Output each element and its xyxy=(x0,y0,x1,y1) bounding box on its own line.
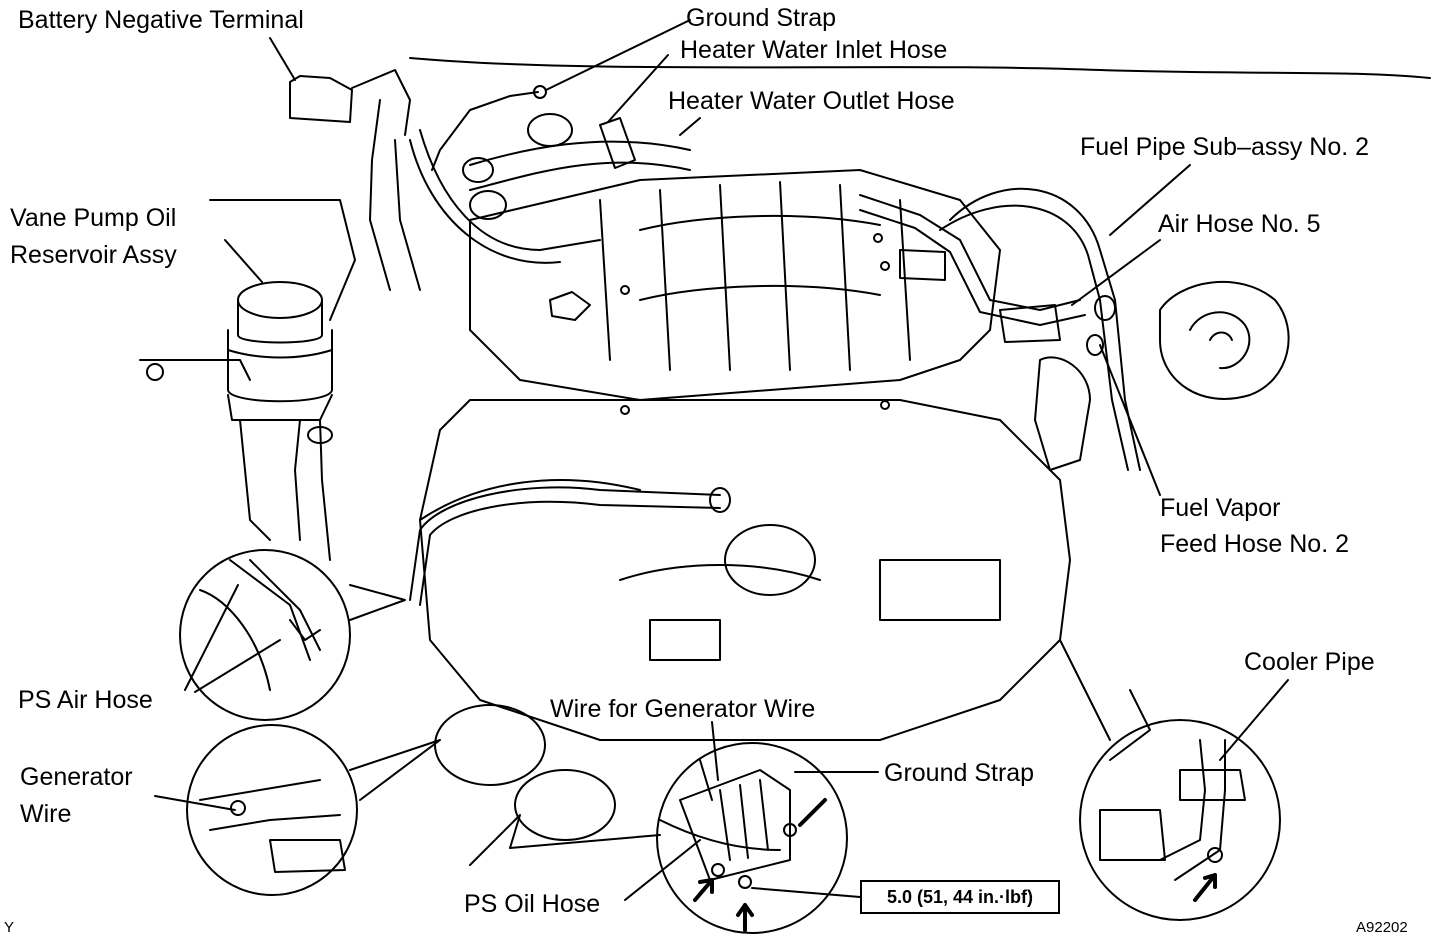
breather-hose xyxy=(409,486,721,601)
leader-air-hose xyxy=(1071,239,1161,306)
detail-pointer xyxy=(469,814,661,866)
leader-outlet-hose xyxy=(679,117,701,136)
brake-booster xyxy=(1159,280,1290,400)
arrow-1 xyxy=(693,878,714,902)
label-wire-for-generator-wire: Wire for Generator Wire xyxy=(550,695,816,723)
arrow-cooler xyxy=(1193,873,1217,902)
intake-manifold xyxy=(469,169,1001,401)
label-ps-air-hose: PS Air Hose xyxy=(18,686,153,714)
label-generator-wire-line2: Wire xyxy=(20,800,72,828)
label-heater-water-outlet-hose: Heater Water Outlet Hose xyxy=(668,87,955,115)
arrow-3 xyxy=(798,798,827,827)
pulley-upper xyxy=(434,704,546,786)
leader-ps-oil-hose xyxy=(624,839,701,901)
torque-spec-box: 5.0 (51, 44 in.·lbf) xyxy=(860,880,1060,914)
ground-strap-top xyxy=(431,91,539,171)
label-fuel-vapor-line1: Fuel Vapor xyxy=(1160,494,1281,522)
label-fuel-vapor-line2: Feed Hose No. 2 xyxy=(1160,530,1349,558)
leader-inlet-hose xyxy=(607,54,669,123)
leader-torque xyxy=(751,887,861,898)
battery-cable xyxy=(351,69,411,136)
leader-fuel-pipe xyxy=(1109,164,1191,236)
detail-generator-wire xyxy=(186,724,358,896)
label-air-hose-no5: Air Hose No. 5 xyxy=(1158,210,1321,238)
leader-generator-wire xyxy=(154,795,236,811)
leader-ground-strap-top xyxy=(545,19,691,91)
corner-mark: Y xyxy=(4,919,15,936)
leader-fuel-vapor xyxy=(1099,344,1161,496)
figure-id: A92202 xyxy=(1356,919,1408,936)
label-fuel-pipe-sub-assy: Fuel Pipe Sub–assy No. 2 xyxy=(1080,133,1370,161)
heater-outlet-hose xyxy=(469,140,691,166)
arrow-2 xyxy=(736,903,754,932)
label-ground-strap-bottom: Ground Strap xyxy=(884,759,1035,787)
label-vane-pump-line2: Reservoir Assy xyxy=(10,241,177,269)
pulley-lower xyxy=(514,769,616,841)
label-battery-negative-terminal: Battery Negative Terminal xyxy=(18,6,304,34)
reservoir-body xyxy=(227,329,333,403)
leader-cooler-pipe xyxy=(1219,679,1289,761)
label-ps-oil-hose: PS Oil Hose xyxy=(464,890,601,918)
firewall-outline xyxy=(409,57,1431,79)
detail-ps-air-hose xyxy=(179,549,351,721)
fuel-pipe xyxy=(859,194,1081,311)
label-ground-strap-top: Ground Strap xyxy=(686,4,837,32)
label-generator-wire-line1: Generator xyxy=(20,763,133,791)
label-heater-water-inlet-hose: Heater Water Inlet Hose xyxy=(680,36,948,64)
leader-vane-pump xyxy=(224,239,263,283)
heater-inlet-hose xyxy=(419,129,601,251)
label-vane-pump-line1: Vane Pump Oil xyxy=(10,204,177,232)
leader-battery xyxy=(269,37,296,81)
battery-terminal-cover xyxy=(289,75,353,123)
engine-block xyxy=(419,399,1071,741)
reservoir-cap xyxy=(237,281,323,319)
detail-cooler-pipe xyxy=(1079,719,1281,921)
label-cooler-pipe: Cooler Pipe xyxy=(1244,648,1375,676)
leader-ps-air-hose xyxy=(184,584,239,691)
leader-wire-for-gen xyxy=(711,721,719,781)
detail-generator xyxy=(656,742,848,934)
fuel-vapor-hose xyxy=(949,187,1141,471)
